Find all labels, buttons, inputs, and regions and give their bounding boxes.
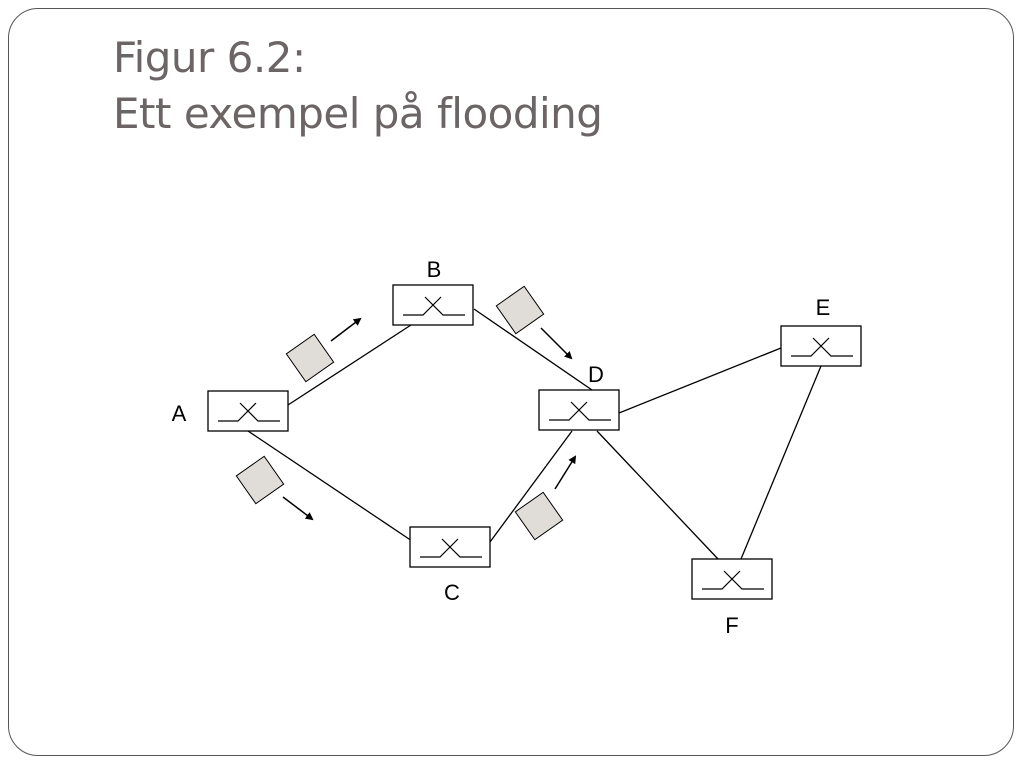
link-e-f: [740, 365, 822, 560]
router-symbol-icon: [420, 538, 482, 558]
node-label-c: C: [444, 580, 460, 605]
router-symbol-icon: [403, 296, 465, 316]
router-symbol-icon: [218, 402, 280, 422]
link-a-c: [247, 430, 413, 542]
packet-arrow-a-b: [330, 317, 362, 342]
labels-layer: A B C D E F: [172, 257, 831, 638]
title-line-2: Ett exempel på flooding: [113, 89, 603, 138]
link-d-e: [618, 347, 782, 414]
link-b-d: [473, 308, 593, 391]
link-a-b: [287, 324, 412, 406]
slide-title: Figur 6.2: Ett exempel på flooding: [113, 30, 603, 142]
slide-frame: [8, 8, 1014, 756]
link-d-f: [596, 430, 719, 560]
node-label-f: F: [725, 613, 738, 638]
router-b: [392, 284, 474, 326]
packet-b-d: [495, 285, 545, 335]
node-label-d: D: [588, 362, 604, 387]
node-label-e: E: [816, 295, 831, 320]
node-label-a: A: [172, 401, 187, 426]
packet-c-d: [514, 491, 564, 541]
packet-a-b: [285, 333, 335, 383]
packet-a-c: [235, 455, 285, 505]
packet-arrow-c-d: [554, 455, 577, 490]
router-c: [409, 526, 491, 568]
link-c-d: [489, 430, 573, 543]
links-layer: [247, 308, 822, 560]
router-symbol-icon: [791, 337, 853, 357]
router-e: [780, 325, 862, 367]
router-f: [691, 558, 773, 600]
router-d: [538, 389, 620, 431]
nodes-layer: [207, 284, 862, 600]
router-a: [207, 390, 289, 432]
packet-arrow-b-d: [540, 327, 573, 360]
router-symbol-icon: [702, 570, 764, 590]
node-label-b: B: [427, 257, 442, 282]
router-symbol-icon: [549, 401, 611, 421]
packet-arrow-a-c: [282, 496, 314, 521]
title-line-1: Figur 6.2:: [113, 33, 306, 82]
packets-layer: [235, 285, 577, 541]
